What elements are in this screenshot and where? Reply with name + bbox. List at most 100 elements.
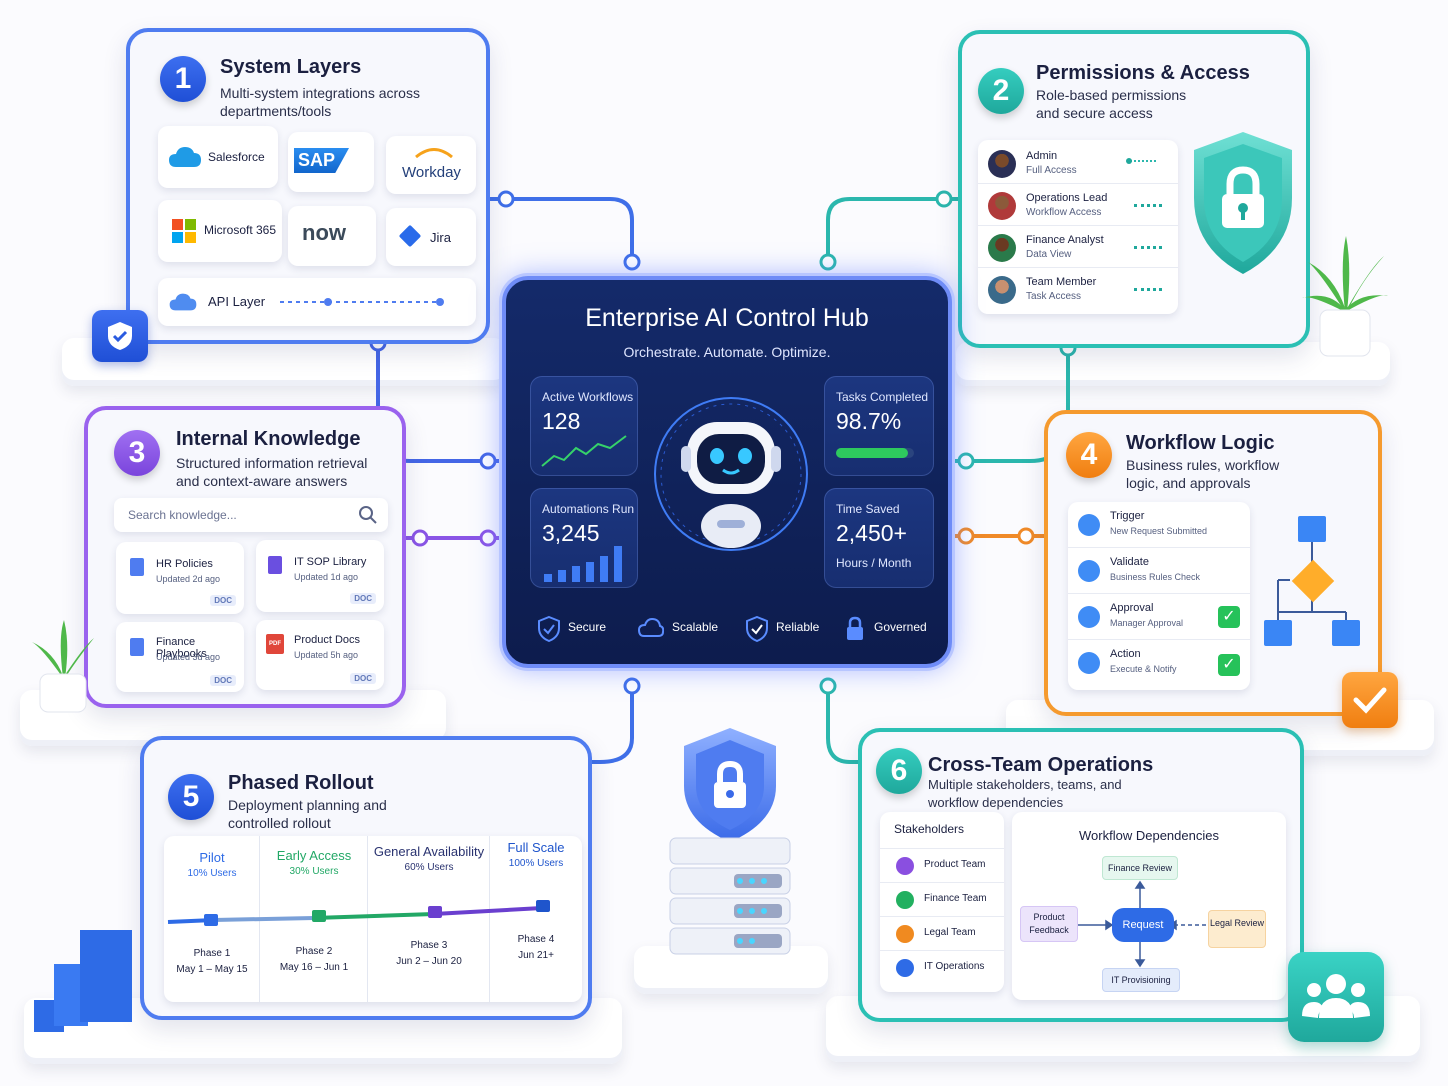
workflow-step-action[interactable]: Action Execute & Notify ✓ <box>1068 640 1250 688</box>
doc-badge: DOC <box>210 675 236 686</box>
doc-card[interactable]: HR Policies Updated 2d ago DOC <box>116 542 244 614</box>
phase-column[interactable]: Full Scale 100% Users Phase 4 Jun 21+ <box>490 836 582 1002</box>
step-detail: New Request Submitted <box>1110 526 1208 536</box>
key-icon <box>1130 160 1156 164</box>
doc-title: IT SOP Library <box>294 556 367 568</box>
progress-fill <box>836 448 908 458</box>
ai-robot-icon <box>654 397 808 551</box>
growth-bars-icon <box>34 930 132 1032</box>
role-name: Operations Lead <box>1026 192 1108 204</box>
integration-microsoft-365[interactable]: Microsoft 365 <box>158 200 282 262</box>
permissions-panel: 2 Permissions & Access Role-based permis… <box>958 30 1310 348</box>
workflow-title: Workflow Logic <box>1126 432 1275 454</box>
shield-check-badge <box>92 310 148 362</box>
node-legal-review[interactable]: Legal Review <box>1208 910 1266 948</box>
target-icon <box>1078 652 1100 674</box>
node-finance-review[interactable]: Finance Review <box>1102 856 1178 880</box>
doc-updated: Updated 2d ago <box>156 574 221 584</box>
system-layers-panel: 1 System Layers Multi-system integration… <box>126 28 490 344</box>
rollout-panel: 5 Phased Rollout Deployment planning and… <box>140 736 592 1020</box>
integration-salesforce-label: Salesforce <box>208 150 265 164</box>
role-name: Team Member <box>1026 276 1097 288</box>
control-hub: Enterprise AI Control Hub Orchestrate. A… <box>502 276 952 668</box>
stakeholders-title: Stakeholders <box>894 822 965 836</box>
search-icon[interactable] <box>358 505 378 525</box>
integration-jira[interactable]: Jira <box>386 208 476 266</box>
step-detail: Business Rules Check <box>1110 572 1201 582</box>
metric-value: 128 <box>542 408 581 434</box>
permissions-number: 2 <box>978 68 1024 114</box>
metric-time-saved[interactable]: Time Saved 2,450+ Hours / Month <box>824 488 934 588</box>
node-product-feedback[interactable]: Product Feedback <box>1020 906 1078 942</box>
step-detail: Manager Approval <box>1110 618 1184 628</box>
team-icon <box>1302 974 1370 1018</box>
doc-card[interactable]: Finance Playbooks Updated 3d ago DOC <box>116 622 244 692</box>
phase-column[interactable]: Early Access 30% Users Phase 2 May 16 – … <box>260 836 368 1002</box>
integration-salesforce[interactable]: Salesforce <box>158 126 278 188</box>
lock-icon <box>847 616 863 640</box>
plant-icon <box>1302 236 1388 357</box>
stakeholder-row[interactable]: Product Team <box>880 848 1004 882</box>
workflow-step-approval[interactable]: Approval Manager Approval ✓ <box>1068 594 1250 640</box>
metric-value: 98.7% <box>836 408 902 434</box>
feature-label: Scalable <box>672 620 719 634</box>
metric-automations-run[interactable]: Automations Run 3,245 <box>530 488 638 588</box>
phase-column[interactable]: General Availability 60% Users Phase 3 J… <box>368 836 490 1002</box>
stakeholder-row[interactable]: Legal Team <box>880 916 1004 950</box>
document-icon <box>130 638 144 656</box>
sap-logo: SAP <box>294 148 350 173</box>
knowledge-search-box[interactable]: Search knowledge... <box>114 498 388 532</box>
metric-label: Time Saved <box>836 502 900 516</box>
doc-badge: DOC <box>350 673 376 684</box>
metric-tasks-completed[interactable]: Tasks Completed 98.7% <box>824 376 934 476</box>
node-it-provisioning[interactable]: IT Provisioning <box>1102 968 1180 992</box>
role-row[interactable]: Operations Lead Workflow Access <box>978 186 1178 226</box>
cross-team-title: Cross-Team Operations <box>928 754 1154 776</box>
step-name: Trigger <box>1110 510 1145 522</box>
phase-name: Full Scale <box>507 840 565 855</box>
phase-users: 60% Users <box>404 862 454 873</box>
workflow-step-validate[interactable]: Validate Business Rules Check <box>1068 548 1250 594</box>
integration-microsoft-365-label: Microsoft 365 <box>204 223 277 237</box>
stakeholder-row[interactable]: Finance Team <box>880 882 1004 916</box>
node-request[interactable]: Request <box>1112 908 1174 942</box>
search-input[interactable]: Search knowledge... <box>128 508 237 522</box>
workflow-step-trigger[interactable]: Trigger New Request Submitted <box>1068 502 1250 548</box>
cloud-icon <box>169 147 201 167</box>
role-name: Finance Analyst <box>1026 234 1104 246</box>
doc-updated: Updated 1d ago <box>294 572 359 582</box>
phase-name: Early Access <box>276 848 352 863</box>
stakeholder-name: Product Team <box>924 859 986 870</box>
integration-workday[interactable]: Workday <box>386 136 476 194</box>
role-row[interactable]: Finance Analyst Data View <box>978 228 1178 268</box>
avatar <box>988 150 1016 178</box>
stakeholder-row[interactable]: IT Operations <box>880 950 1004 984</box>
rollout-number: 5 <box>168 774 214 820</box>
key-head-icon <box>1126 158 1132 164</box>
metric-label: Tasks Completed <box>836 390 929 404</box>
secure-server-icon <box>669 728 791 955</box>
system-layers-title: System Layers <box>220 56 362 78</box>
integration-jira-label: Jira <box>430 230 451 245</box>
doc-card[interactable]: PDF Product Docs Updated 5h ago DOC <box>256 620 384 690</box>
metric-active-workflows[interactable]: Active Workflows 128 <box>530 376 638 476</box>
role-access: Task Access <box>1026 291 1082 302</box>
api-layer-card[interactable]: API Layer <box>158 278 476 326</box>
team-badge <box>1288 952 1384 1042</box>
integration-servicenow[interactable]: now <box>288 206 376 266</box>
rollout-timeline: Pilot 10% Users Phase 1 May 1 – May 15 E… <box>164 836 582 1002</box>
doc-badge: DOC <box>210 595 236 606</box>
stakeholder-name: Finance Team <box>924 893 987 904</box>
metric-value: 3,245 <box>542 520 600 546</box>
integration-sap[interactable]: SAP <box>288 132 374 192</box>
doc-title: Finance Playbooks <box>156 636 207 660</box>
doc-card[interactable]: IT SOP Library Updated 1d ago DOC <box>256 540 384 612</box>
avatar <box>988 276 1016 304</box>
system-layers-subtitle: Multi-system integrations across departm… <box>220 85 420 119</box>
check-circle-icon <box>1078 606 1100 628</box>
phase-label: Phase 1 <box>193 948 231 959</box>
role-row[interactable]: Team Member Task Access <box>978 270 1178 310</box>
user-icon <box>896 891 914 909</box>
check-shield-icon <box>746 616 768 642</box>
role-row[interactable]: Admin Full Access <box>978 144 1178 184</box>
